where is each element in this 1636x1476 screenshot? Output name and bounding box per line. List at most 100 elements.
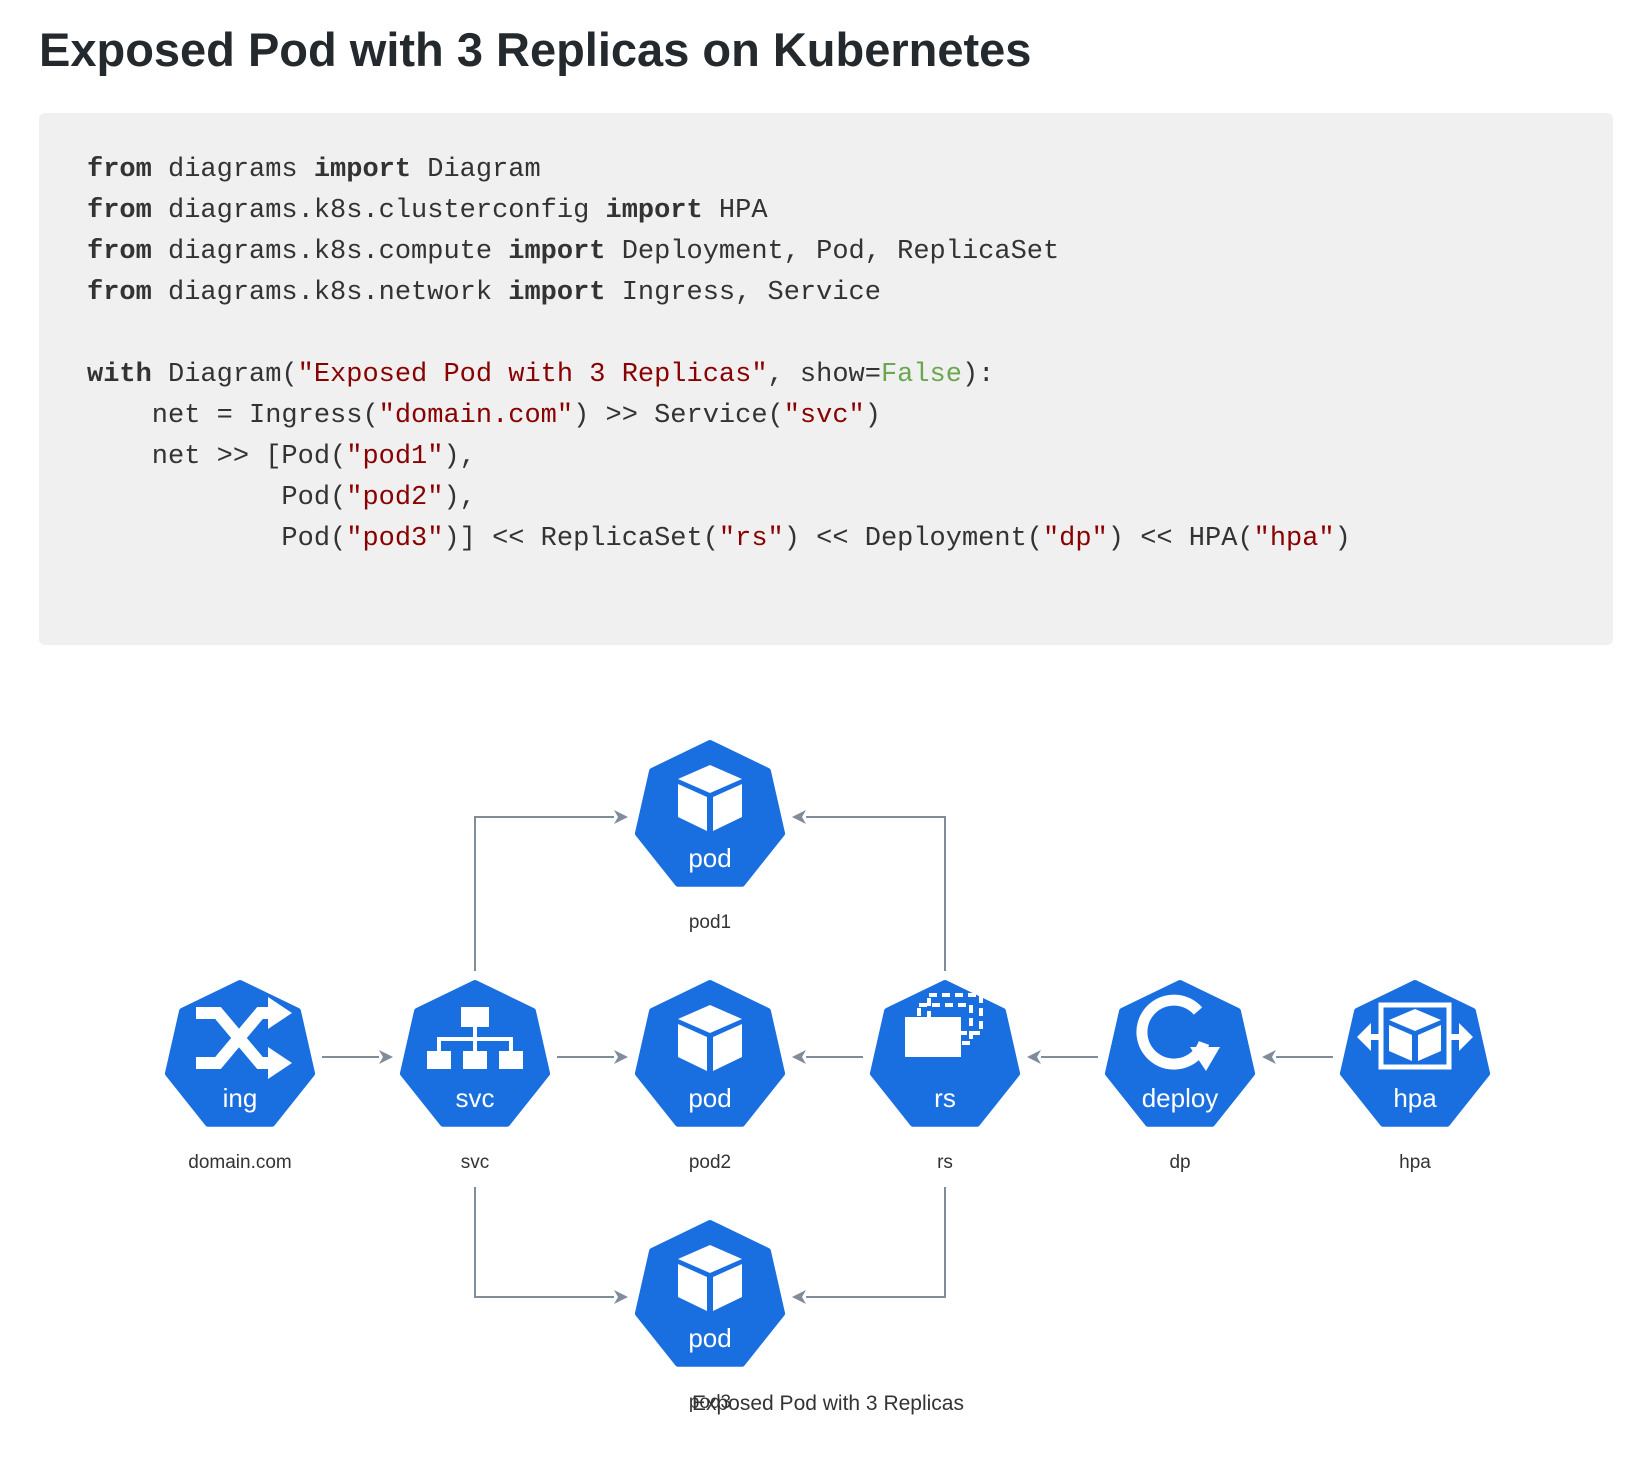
code-token-plain: Pod(: [87, 524, 347, 554]
code-token-plain: net >> [Pod(: [87, 442, 347, 472]
code-token-kw: import: [605, 196, 703, 226]
code-token-kw: from: [87, 278, 152, 308]
code-token-plain: Diagram(: [151, 360, 298, 390]
code-token-plain: )] << ReplicaSet(: [443, 524, 719, 554]
code-token-plain: ) >> Service(: [573, 401, 784, 431]
node-badge: hpa: [1393, 1083, 1437, 1113]
edge-ing-to-svc: [322, 1050, 393, 1064]
node-pod1: pod pod1: [634, 740, 786, 933]
node-label: pod2: [689, 1152, 731, 1173]
code-token-plain: HPA: [702, 196, 768, 226]
code-token-plain: ),: [443, 442, 476, 472]
code-token-str: "rs": [718, 524, 784, 554]
code-token-plain: ) << HPA(: [1107, 524, 1254, 554]
node-svc: svc svc: [399, 980, 551, 1173]
deployment-icon: [1136, 994, 1220, 1071]
node-shape: [634, 740, 786, 887]
node-badge: pod: [688, 1323, 731, 1353]
code-token-str: "Exposed Pod with 3 Replicas": [297, 360, 768, 390]
arrowhead: [792, 1290, 806, 1304]
edge-line: [806, 816, 946, 971]
code-token-kw: from: [87, 196, 152, 226]
node-dp: deploy dp: [1104, 980, 1256, 1173]
service-icon: [427, 1007, 523, 1069]
code-token-kw: import: [508, 237, 606, 267]
node-label: svc: [461, 1152, 490, 1173]
code-line: Pod("pod2"),: [87, 483, 476, 513]
edge-rs-to-pod3: [792, 1187, 946, 1304]
code-token-kw: from: [87, 237, 152, 267]
edge-rs-to-pod2: [792, 1050, 863, 1064]
node-label: pod3: [689, 1392, 731, 1413]
code-token-plain: , show=: [767, 360, 881, 390]
code-token-kw: import: [313, 155, 412, 185]
code-line: from diagrams import Diagram: [87, 155, 541, 185]
code-token-str: "hpa": [1253, 524, 1335, 554]
code-line: net >> [Pod("pod1"),: [87, 442, 476, 472]
code-line: from diagrams.k8s.network import Ingress…: [87, 278, 881, 308]
code-token-plain: ),: [443, 483, 476, 513]
code-line: with Diagram("Exposed Pod with 3 Replica…: [87, 360, 994, 390]
edge-hpa-to-dp: [1262, 1050, 1333, 1064]
node-badge: rs: [934, 1083, 956, 1113]
node-badge: svc: [456, 1083, 495, 1113]
arrowhead: [614, 1290, 628, 1304]
hpa-icon: [1357, 1002, 1473, 1070]
replicaset-icon: [905, 993, 983, 1057]
node-shape: [634, 980, 786, 1127]
node-hpa: hpa hpa: [1339, 980, 1491, 1173]
code-token-plain: ) << Deployment(: [783, 524, 1043, 554]
code-line: from diagrams.k8s.clusterconfig import H…: [87, 196, 768, 226]
arrowhead: [792, 810, 806, 824]
node-label: hpa: [1399, 1152, 1431, 1173]
node-label: pod1: [689, 912, 731, 933]
code-token-plain: ): [1334, 524, 1351, 554]
edge-line: [474, 1187, 614, 1298]
pod-cube-icon: [678, 1245, 742, 1311]
edge-svc-to-pod3: [474, 1187, 628, 1304]
code-token-plain: Deployment, Pod, ReplicaSet: [605, 237, 1060, 267]
code-token-plain: diagrams.k8s.clusterconfig: [151, 196, 606, 226]
node-pod3: pod pod3: [634, 1220, 786, 1413]
code-token-str: "pod1": [346, 442, 444, 472]
edge-svc-to-pod1: [474, 810, 628, 971]
code-line: Pod("pod3")] << ReplicaSet("rs") << Depl…: [87, 524, 1351, 554]
code-token-plain: diagrams: [151, 155, 314, 185]
node-badge: pod: [688, 843, 731, 873]
code-token-str: "dp": [1042, 524, 1108, 554]
code-token-str: "pod3": [346, 524, 444, 554]
ingress-icon: [196, 997, 292, 1079]
code-token-lit: False: [880, 360, 962, 390]
edge-svc-to-pod2: [557, 1050, 628, 1064]
pod-cube-icon: [678, 765, 742, 831]
arrowhead: [1262, 1050, 1276, 1064]
code-line: net = Ingress("domain.com") >> Service("…: [87, 401, 881, 431]
edge-line: [474, 816, 614, 971]
code-token-plain: diagrams.k8s.network: [151, 278, 509, 308]
code-line: from diagrams.k8s.compute import Deploym…: [87, 237, 1059, 267]
edges-layer: [322, 810, 1333, 1304]
edge-dp-to-rs: [1027, 1050, 1098, 1064]
node-badge: deploy: [1142, 1083, 1219, 1113]
arrowhead: [614, 810, 628, 824]
code-token-str: "pod2": [346, 483, 444, 513]
node-shape: [634, 1220, 786, 1367]
node-badge: ing: [223, 1083, 258, 1113]
node-label: dp: [1169, 1152, 1190, 1173]
code-token-plain: Pod(: [87, 483, 347, 513]
arrowhead: [379, 1050, 393, 1064]
code-token-plain: Diagram: [411, 155, 541, 185]
code-token-plain: net = Ingress(: [87, 401, 379, 431]
code-token-kw: from: [87, 155, 152, 185]
arrowhead: [614, 1050, 628, 1064]
edge-rs-to-pod1: [792, 810, 946, 971]
code-token-plain: ): [864, 401, 881, 431]
page-title: Exposed Pod with 3 Replicas on Kubernete…: [39, 23, 1032, 76]
code-token-str: "domain.com": [378, 401, 574, 431]
